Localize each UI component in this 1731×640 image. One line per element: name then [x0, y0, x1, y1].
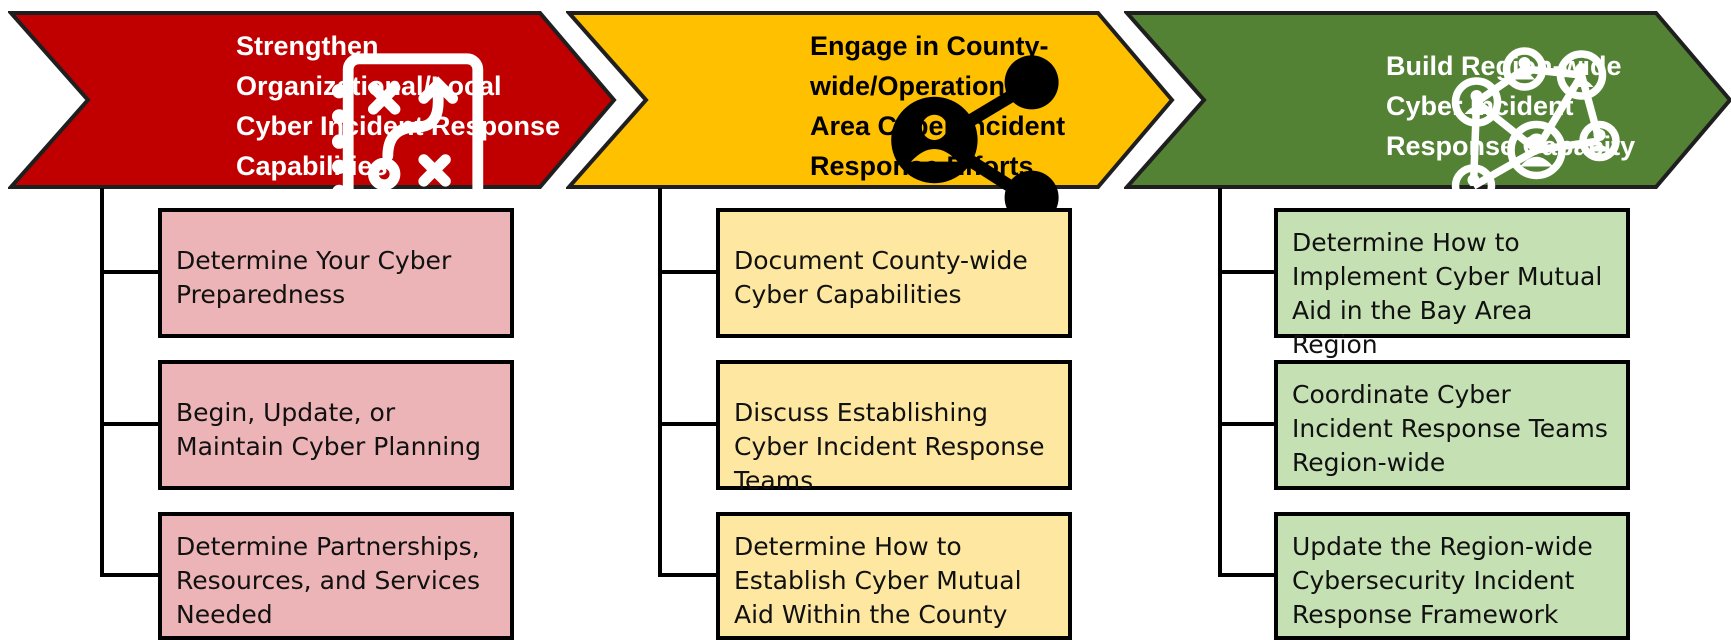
chevron-shape [566, 11, 1175, 189]
connector-branch [100, 573, 160, 577]
chevron-build: Build Region-wide Cyber Incident Respons… [1124, 10, 1731, 208]
step-box: Determine How to Establish Cyber Mutual … [716, 512, 1072, 640]
step-box: Determine Partnerships, Resources, and S… [158, 512, 514, 640]
connector-branch [658, 573, 718, 577]
chevron-strengthen: Strengthen Organizational/Local Cyber In… [8, 10, 618, 219]
chevron-title: Build Region-wide Cyber Incident Respons… [1386, 51, 1636, 161]
connector-branch [1218, 270, 1278, 274]
chevron-title: Engage in County- wide/Operational Area … [810, 31, 1066, 181]
connector-spine [100, 188, 104, 577]
step-box: Update the Region-wide Cybersecurity Inc… [1274, 512, 1630, 640]
connector-branch [1218, 422, 1278, 426]
step-box: Determine How to Implement Cyber Mutual … [1274, 208, 1630, 359]
chevron-title: Strengthen Organizational/Local Cyber In… [236, 31, 561, 181]
connector-branch [100, 422, 160, 426]
step-box: Determine Your Cyber Preparedness [158, 208, 514, 338]
connector-spine [1218, 188, 1222, 577]
connector-branch [1218, 573, 1278, 577]
step-box: Discuss Establishing Cyber Incident Resp… [716, 360, 1072, 495]
step-box: Coordinate Cyber Incident Response Teams… [1274, 360, 1630, 490]
connector-branch [658, 422, 718, 426]
step-box: Document County-wide Cyber Capabilities [716, 208, 1072, 338]
connector-spine [658, 188, 662, 577]
connector-branch [658, 270, 718, 274]
connector-branch [100, 270, 160, 274]
chevron-engage: Engage in County- wide/Operational Area … [566, 10, 1176, 225]
step-box: Begin, Update, or Maintain Cyber Plannin… [158, 360, 514, 490]
